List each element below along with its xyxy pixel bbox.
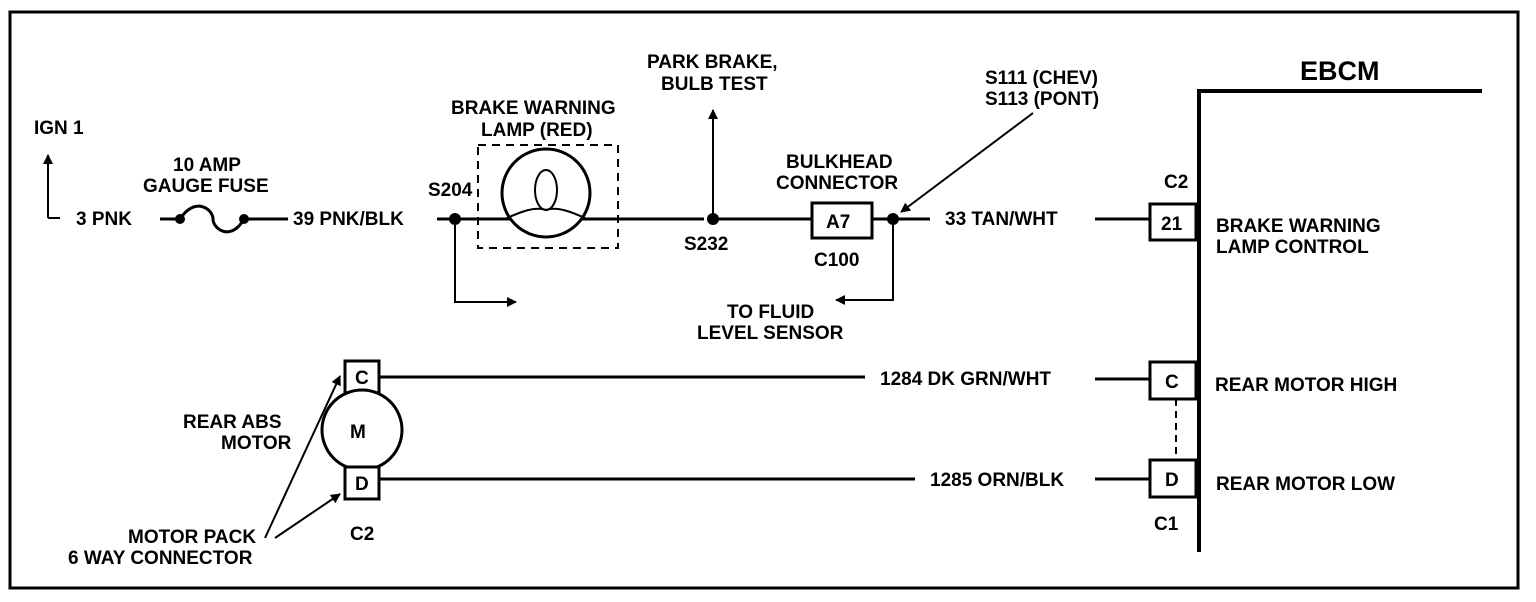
ebcm-pin-d-label: D: [1165, 470, 1179, 491]
rear-low-label: REAR MOTOR LOW: [1216, 474, 1395, 495]
bwlc-label-line2: LAMP CONTROL: [1216, 237, 1369, 258]
park-label-line1: PARK BRAKE,: [647, 52, 778, 73]
bulkhead-label-line2: CONNECTOR: [776, 173, 898, 194]
s204-branch: [454, 219, 517, 307]
pin-21-label: 21: [1161, 214, 1183, 235]
ebcm-pin-d: [1148, 458, 1198, 499]
motor-pin-d: [343, 465, 381, 501]
fuse-label-line1: 10 AMP: [173, 155, 241, 176]
ebcm-c1-label: C1: [1154, 514, 1179, 535]
splice-pointer-arrow: [900, 112, 1034, 213]
bulkhead-label-line1: BULKHEAD: [786, 152, 893, 173]
motor-pin-c-label: C: [355, 368, 369, 389]
motor-pack-arrow-c: [264, 375, 341, 539]
conn-c100-label: C100: [814, 250, 859, 271]
ign-label: IGN 1: [34, 118, 84, 139]
splice-label-line2: S113 (PONT): [985, 89, 1099, 110]
wire-39-label: 39 PNK/BLK: [293, 209, 404, 230]
ebcm-outline: [1197, 89, 1482, 552]
motor-c2-label: C2: [350, 524, 374, 545]
lamp-label-line2: LAMP (RED): [481, 120, 593, 141]
ebcm-c2-label: C2: [1164, 172, 1188, 193]
rear-high-label: REAR MOTOR HIGH: [1215, 375, 1397, 396]
lamp-label-line1: BRAKE WARNING: [451, 98, 616, 119]
rear-abs-label-line1: REAR ABS: [183, 412, 282, 433]
fluid-branch: [835, 219, 894, 305]
motor-pack-label-line1: MOTOR PACK: [128, 527, 256, 548]
rear-abs-label-line2: MOTOR: [221, 433, 292, 454]
motor-pack-label-line2: 6 WAY CONNECTOR: [68, 548, 253, 569]
ebcm-pin-c: [1148, 360, 1198, 401]
motor-pack-arrow-d: [274, 493, 341, 539]
pin-a7-label: A7: [826, 212, 850, 233]
fluid-label-line2: LEVEL SENSOR: [697, 323, 844, 344]
wire-3pnk-label: 3 PNK: [76, 209, 132, 230]
ebcm-pin-c-label: C: [1165, 372, 1179, 393]
fuse-element: [178, 204, 246, 234]
ebcm-pin-21: [1148, 202, 1198, 242]
wire-1285-label: 1285 ORN/BLK: [930, 470, 1064, 491]
ebcm-title: EBCM: [1300, 56, 1380, 86]
splice-label-line1: S111 (CHEV): [985, 68, 1098, 89]
splice-s204-label: S204: [428, 180, 473, 201]
fuse-label-line2: GAUGE FUSE: [143, 176, 269, 197]
diagram-frame: [8, 10, 1520, 590]
splice-s232-label: S232: [684, 234, 728, 255]
motor-pin-d-label: D: [355, 474, 369, 495]
motor-m-label: M: [350, 422, 366, 443]
ign-arrow: [43, 154, 60, 219]
lamp-housing: [477, 144, 619, 249]
brake-warning-lamp: [500, 147, 592, 239]
park-label-line2: BULB TEST: [661, 74, 768, 95]
wire-1284-label: 1284 DK GRN/WHT: [880, 369, 1051, 390]
wire-33-label: 33 TAN/WHT: [945, 209, 1058, 230]
fluid-label-line1: TO FLUID: [727, 302, 814, 323]
bwlc-label-line1: BRAKE WARNING: [1216, 216, 1381, 237]
